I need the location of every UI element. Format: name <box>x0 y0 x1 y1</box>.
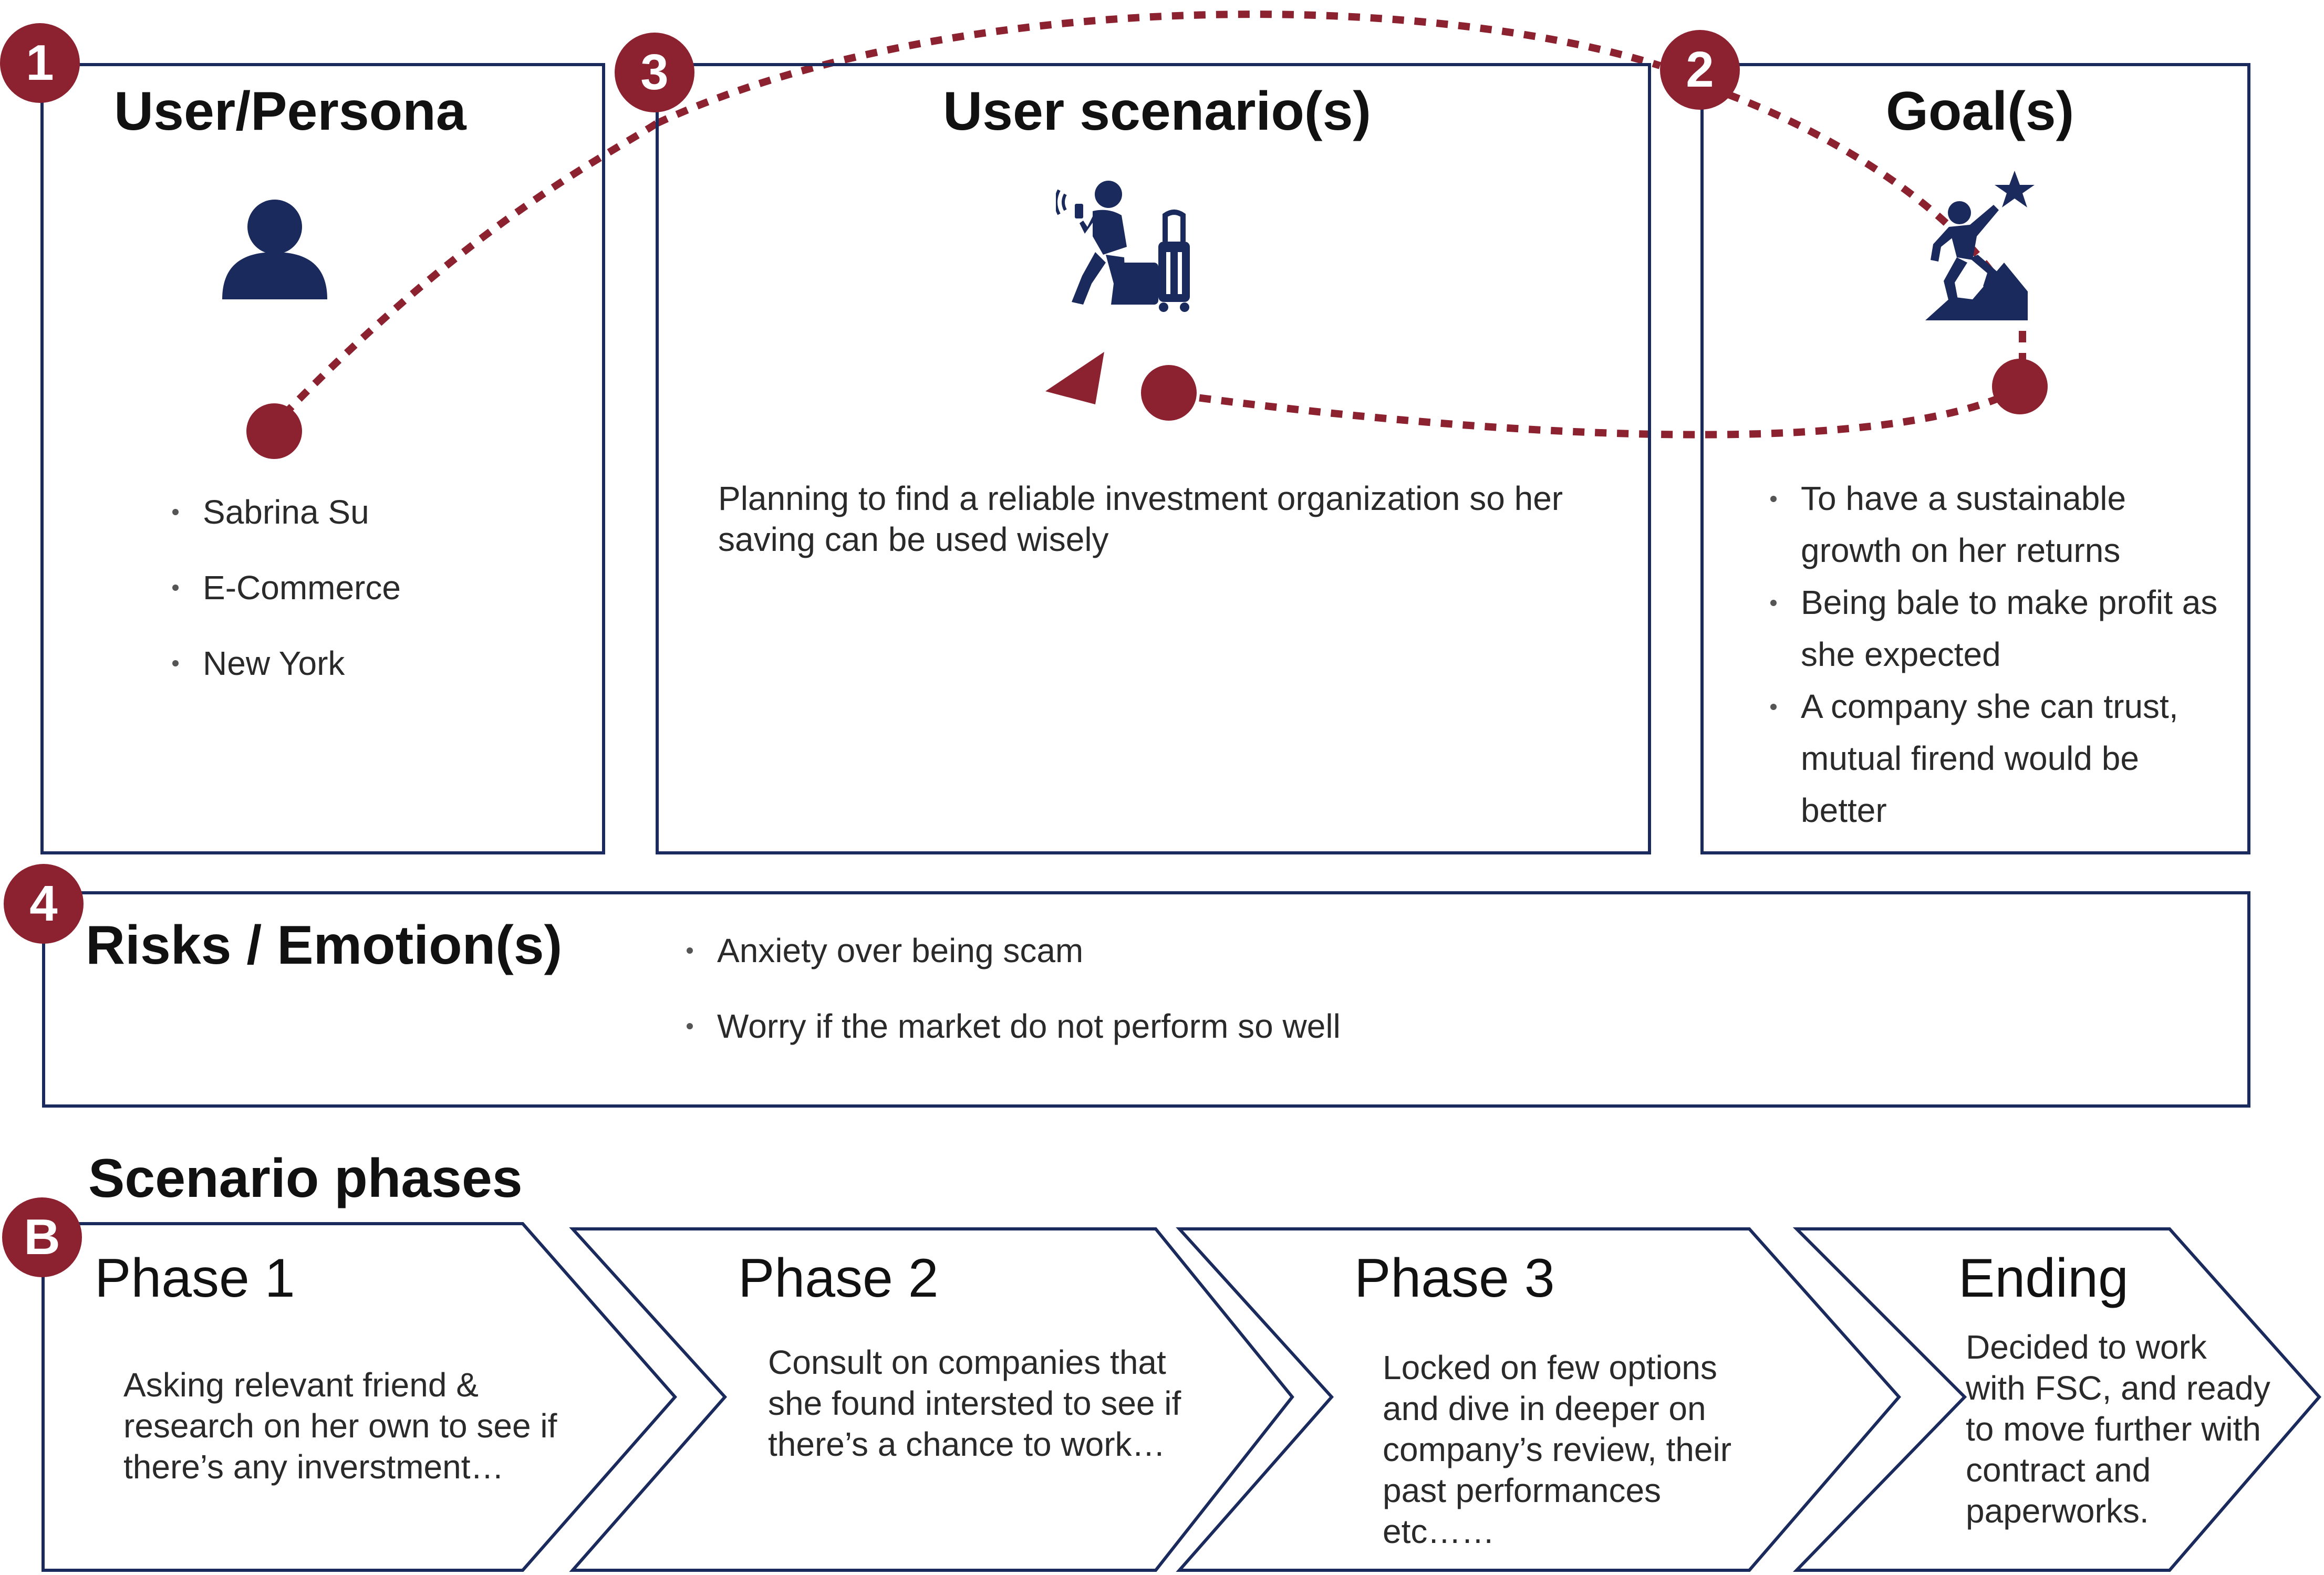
goals-panel <box>1700 63 2250 854</box>
phase-3-title: Phase 3 <box>1354 1248 1555 1309</box>
phase-2-text: Consult on companies that she found inte… <box>768 1343 1181 1463</box>
goal-item: Being bale to make profit as she expecte… <box>1770 577 2233 681</box>
connector-dot-persona <box>246 403 302 459</box>
phase-1-text: Asking relevant friend & research on her… <box>123 1366 557 1486</box>
persona-badge: 1 <box>0 23 80 103</box>
goal-item: To have a sustainable growth on her retu… <box>1770 473 2233 577</box>
connector-1-to-3 <box>281 120 659 418</box>
risks-title: Risks / Emotion(s) <box>86 915 563 976</box>
phases-heading: Scenario phases <box>88 1148 523 1209</box>
goals-list: To have a sustainable growth on her retu… <box>1770 473 2233 837</box>
persona-item: New York <box>172 642 540 718</box>
persona-list: Sabrina Su E-Commerce New York <box>172 491 540 718</box>
connector-dot-goal <box>1992 359 2048 414</box>
user-icon <box>220 200 330 299</box>
phase-3-chevron <box>1176 1227 1901 1572</box>
persona-panel <box>40 63 605 854</box>
persona-title: User/Persona <box>114 81 466 142</box>
connector-dot-scenario <box>1141 365 1197 421</box>
phases-badge: B <box>2 1197 82 1277</box>
risk-item: Anxiety over being scam <box>687 930 2052 1005</box>
ending-text: Decided to work with FSC, and ready to m… <box>1966 1328 2270 1530</box>
risks-panel <box>42 891 2250 1108</box>
scenario-title: User scenario(s) <box>943 81 1372 142</box>
climber-reaching-star-icon <box>1920 168 2036 326</box>
scenario-panel <box>656 63 1651 854</box>
persona-item: Sabrina Su <box>172 491 540 567</box>
risks-badge: 4 <box>4 864 84 944</box>
goals-title: Goal(s) <box>1886 81 2074 142</box>
phase-1-chevron <box>42 1222 677 1572</box>
traveler-with-phone-and-luggage-icon <box>1056 179 1198 315</box>
risk-item: Worry if the market do not perform so we… <box>687 1005 2052 1081</box>
phase-2-title: Phase 2 <box>738 1248 939 1309</box>
scenario-badge: 3 <box>615 33 694 112</box>
phase-2-chevron <box>569 1227 1294 1572</box>
ending-title: Ending <box>1958 1248 2129 1309</box>
phase-3-text: Locked on few options and dive in deeper… <box>1383 1349 1731 1550</box>
phase-1-title: Phase 1 <box>95 1248 295 1309</box>
goals-badge: 2 <box>1660 30 1740 110</box>
connector-3-to-2 <box>655 11 1662 127</box>
connector-arrowhead <box>1045 352 1104 404</box>
scenario-text: Planning to find a reliable investment o… <box>718 479 1563 558</box>
risks-list: Anxiety over being scam Worry if the mar… <box>687 930 2052 1081</box>
ending-chevron <box>1792 1227 2321 1572</box>
persona-item: E-Commerce <box>172 567 540 642</box>
goal-item: A company she can trust, mutual firend w… <box>1770 681 2233 837</box>
